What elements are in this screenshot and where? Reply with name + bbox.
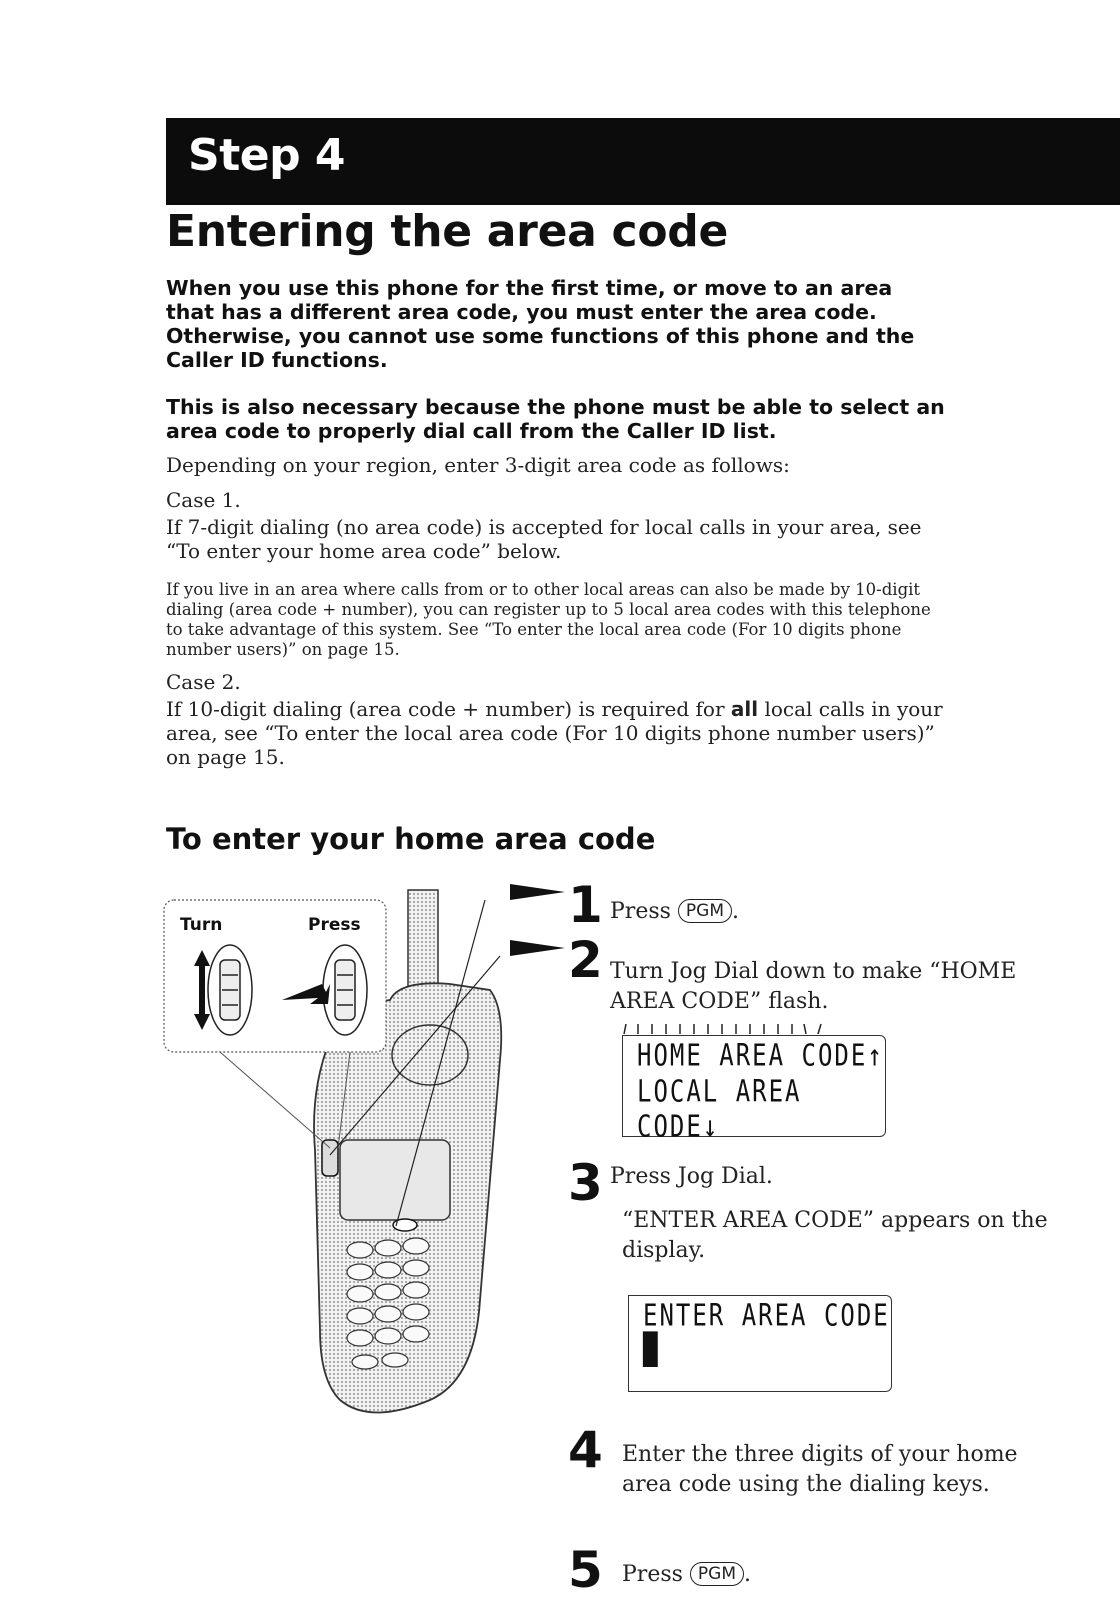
- lcd-line-local-area-code: LOCAL AREA CODE↓: [637, 1074, 885, 1144]
- handset-pgm-key: [392, 1218, 418, 1232]
- step1-pointer-arrow: [510, 884, 565, 900]
- page-title: Entering the area code: [166, 206, 728, 257]
- lcd-line-home-text: HOME AREA CODE: [637, 1038, 868, 1073]
- turn-dial-drawing: [207, 944, 253, 1036]
- case1-note: If you live in an area where calls from …: [166, 580, 931, 659]
- step-3-number: 3: [568, 1154, 603, 1212]
- intro-bold-paragraph-1: When you use this phone for the first ti…: [166, 276, 915, 372]
- case2-label: Case 2.: [166, 670, 241, 694]
- step-5-text-before: Press: [622, 1562, 690, 1587]
- step-3-text: Press Jog Dial.: [610, 1164, 773, 1189]
- case1-text: If 7-digit dialing (no area code) is acc…: [166, 515, 922, 563]
- callout-leader-1: [219, 1051, 331, 1149]
- case2-text-bold: all: [730, 697, 759, 721]
- turn-label: Turn: [180, 915, 222, 935]
- pointer-line-step2: [329, 955, 501, 1156]
- step-5-text: Press PGM.: [622, 1560, 1062, 1590]
- step-4-text: Enter the three digits of your home area…: [622, 1442, 1018, 1497]
- step-1-text-before: Press: [610, 899, 678, 924]
- step-1-text-after: .: [732, 899, 740, 924]
- lcd-cursor: █: [643, 1332, 660, 1367]
- pointer-line-step1: [395, 899, 486, 1227]
- step-4-number: 4: [568, 1421, 603, 1479]
- lcd-line-home-area-code: HOME AREA CODE↑: [637, 1038, 884, 1073]
- step-1-number: 1: [568, 876, 603, 934]
- case1-label: Case 1.: [166, 488, 241, 512]
- scroll-down-arrow-icon: ↓: [702, 1109, 720, 1144]
- case2-text-after: local calls in your area, see “To enter …: [166, 697, 943, 769]
- step-2-number: 2: [568, 931, 603, 989]
- intro-bold-paragraph-2: This is also necessary because the phone…: [166, 395, 945, 443]
- step-3-subtext: “ENTER AREA CODE” appears on the display…: [622, 1208, 1048, 1263]
- step-2-text: Turn Jog Dial down to make “HOME AREA CO…: [610, 959, 1017, 1014]
- step-header-bar: Step 4: [166, 118, 1120, 205]
- handset-illustration: Turn Press: [163, 884, 565, 1414]
- turn-arrow-up: [194, 950, 210, 966]
- step-5-text-after: .: [744, 1562, 752, 1587]
- case2-text-before: If 10-digit dialing (area code + number)…: [166, 697, 731, 721]
- press-dial-drawing: [322, 944, 368, 1036]
- flash-indicator: [623, 1023, 822, 1035]
- keypad: [346, 1237, 430, 1370]
- depending-paragraph: Depending on your region, enter 3-digit …: [166, 453, 790, 477]
- earpiece: [391, 1024, 469, 1086]
- handset-jog-dial: [321, 1139, 339, 1177]
- press-arrow: [282, 984, 330, 1004]
- handset-display: [339, 1139, 451, 1221]
- lcd-line-local-text: LOCAL AREA CODE: [637, 1074, 802, 1144]
- case2-text: If 10-digit dialing (area code + number)…: [166, 697, 946, 769]
- pgm-key-step5: PGM: [689, 1562, 745, 1586]
- step-label: Step 4: [188, 130, 346, 181]
- lcd-display-menu: HOME AREA CODE↑ LOCAL AREA CODE↓: [622, 1035, 886, 1144]
- step2-pointer-arrow: [510, 940, 565, 956]
- press-label: Press: [308, 915, 361, 935]
- turn-arrow-down: [194, 1014, 210, 1030]
- section-title: To enter your home area code: [166, 822, 656, 856]
- scroll-up-arrow-icon: ↑: [867, 1038, 884, 1073]
- step-1-text: Press PGM.: [610, 897, 1050, 927]
- lcd-line-enter-area-code: ENTER AREA CODE: [643, 1298, 890, 1333]
- lcd-display-enter: ENTER AREA CODE █: [628, 1295, 892, 1392]
- callout-leader-2: [337, 1051, 351, 1149]
- step-5-number: 5: [568, 1541, 603, 1599]
- pgm-key: PGM: [677, 899, 733, 923]
